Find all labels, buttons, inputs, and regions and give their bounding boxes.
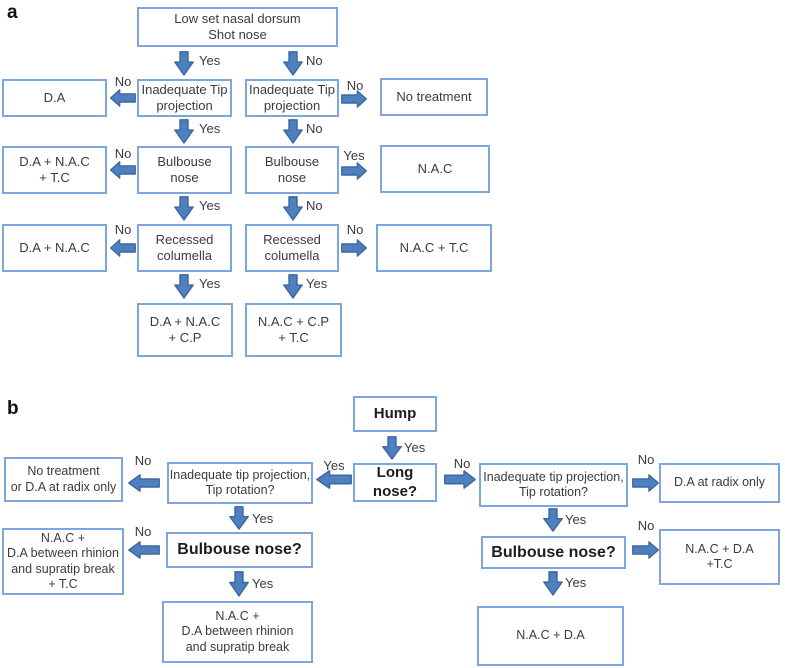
arrow-down-icon bbox=[283, 51, 303, 76]
edge-label-no: No bbox=[306, 198, 323, 213]
node-da-nac-tc: D.A + N.A.C + T.C bbox=[2, 146, 107, 194]
edge-label-no: No bbox=[346, 222, 364, 237]
node-inadequate-tip-projection-left: Inadequate Tip projection bbox=[137, 79, 232, 117]
node-nac-da-rhinion-supratip: N.A.C + D.A between rhinion and supratip… bbox=[162, 601, 313, 663]
node-bulbouse-nose-left: Bulbouse nose bbox=[137, 146, 232, 194]
panel-a-label: a bbox=[7, 2, 18, 23]
edge-label-yes: Yes bbox=[199, 276, 221, 291]
node-bulbouse-nose-question-right: Bulbouse nose? bbox=[481, 536, 626, 569]
arrow-down-icon bbox=[283, 119, 303, 144]
arrow-left-icon bbox=[110, 161, 136, 179]
node-hump: Hump bbox=[353, 396, 437, 432]
edge-label-no: No bbox=[306, 53, 323, 68]
arrow-down-icon bbox=[543, 508, 563, 532]
node-da-at-radix-only: D.A at radix only bbox=[659, 463, 780, 503]
node-nac: N.A.C bbox=[380, 145, 490, 193]
node-nac-da-tc: N.A.C + D.A +T.C bbox=[659, 529, 780, 585]
edge-label-yes: Yes bbox=[252, 511, 274, 526]
node-nac-da-rhinion-supratip-tc: N.A.C + D.A between rhinion and supratip… bbox=[2, 528, 124, 595]
arrow-down-icon bbox=[543, 571, 563, 596]
arrow-right-icon bbox=[341, 239, 367, 257]
node-bulbouse-nose-question-left: Bulbouse nose? bbox=[166, 532, 313, 568]
edge-label-yes: Yes bbox=[323, 458, 345, 473]
arrow-left-icon bbox=[110, 89, 136, 107]
node-da-nac: D.A + N.A.C bbox=[2, 224, 107, 272]
edge-label-yes: Yes bbox=[199, 53, 221, 68]
node-bulbouse-nose-right: Bulbouse nose bbox=[245, 146, 339, 194]
arrow-down-icon bbox=[174, 51, 194, 76]
edge-label-no: No bbox=[114, 146, 132, 161]
node-da-nac-cp: D.A + N.A.C + C.P bbox=[137, 303, 233, 357]
edge-label-yes: Yes bbox=[252, 576, 274, 591]
arrow-right-icon bbox=[341, 162, 367, 180]
edge-label-yes: Yes bbox=[343, 148, 365, 163]
edge-label-no: No bbox=[134, 453, 152, 468]
edge-label-yes: Yes bbox=[565, 512, 587, 527]
node-long-nose: Long nose? bbox=[353, 463, 437, 502]
edge-label-no: No bbox=[637, 518, 655, 533]
edge-label-no: No bbox=[453, 456, 471, 471]
arrow-right-icon bbox=[444, 470, 476, 489]
node-recessed-columella-right: Recessed columella bbox=[245, 224, 339, 272]
edge-label-yes: Yes bbox=[306, 276, 328, 291]
node-nac-da: N.A.C + D.A bbox=[477, 606, 624, 666]
arrow-right-icon bbox=[632, 541, 659, 559]
node-inadequate-tip-rotation-left: Inadequate tip projection, Tip rotation? bbox=[167, 462, 313, 504]
arrow-down-icon bbox=[174, 119, 194, 144]
arrow-left-icon bbox=[128, 474, 160, 492]
node-nac-tc: N.A.C + T.C bbox=[376, 224, 492, 272]
node-nac-cp-tc: N.A.C + C.P + T.C bbox=[245, 303, 342, 357]
node-no-treatment-or-da-radix: No treatment or D.A at radix only bbox=[4, 457, 123, 502]
edge-label-no: No bbox=[134, 524, 152, 539]
arrow-down-icon bbox=[283, 274, 303, 299]
arrow-down-icon bbox=[382, 436, 402, 460]
node-no-treatment: No treatment bbox=[380, 78, 488, 116]
node-recessed-columella-left: Recessed columella bbox=[137, 224, 232, 272]
node-inadequate-tip-rotation-right: Inadequate tip projection, Tip rotation? bbox=[479, 463, 628, 507]
edge-label-no: No bbox=[114, 222, 132, 237]
node-low-set-nasal-dorsum: Low set nasal dorsum Shot nose bbox=[137, 7, 338, 47]
arrow-down-icon bbox=[174, 274, 194, 299]
edge-label-yes: Yes bbox=[199, 198, 221, 213]
arrow-right-icon bbox=[632, 474, 659, 492]
edge-label-yes: Yes bbox=[404, 440, 426, 455]
edge-label-yes: Yes bbox=[565, 575, 587, 590]
arrow-right-icon bbox=[341, 90, 367, 108]
edge-label-no: No bbox=[637, 452, 655, 467]
node-inadequate-tip-projection-right: Inadequate Tip projection bbox=[245, 79, 339, 117]
panel-b-label: b bbox=[7, 398, 19, 419]
arrow-down-icon bbox=[229, 571, 249, 597]
edge-label-no: No bbox=[114, 74, 132, 89]
arrow-left-icon bbox=[316, 470, 352, 489]
arrow-left-icon bbox=[110, 239, 136, 257]
arrow-left-icon bbox=[128, 541, 160, 559]
arrow-down-icon bbox=[229, 506, 249, 530]
arrow-down-icon bbox=[174, 196, 194, 221]
edge-label-no: No bbox=[306, 121, 323, 136]
edge-label-yes: Yes bbox=[199, 121, 221, 136]
arrow-down-icon bbox=[283, 196, 303, 221]
edge-label-no: No bbox=[346, 78, 364, 93]
node-da: D.A bbox=[2, 79, 107, 117]
